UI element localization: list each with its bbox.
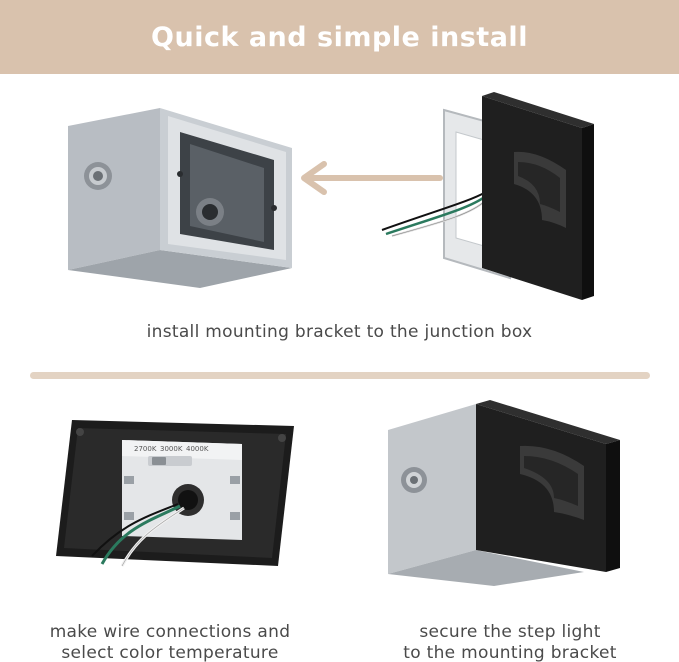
header-banner: Quick and simple install <box>0 0 679 74</box>
color-label-4000k: 4000K <box>186 445 209 453</box>
color-label-3000k: 3000K <box>160 445 183 453</box>
step3-caption-line1: secure the step light <box>419 622 601 642</box>
step2-caption: make wire connections and select color t… <box>10 622 330 662</box>
step3-caption: secure the step light to the mounting br… <box>360 622 660 662</box>
step3-caption-line2: to the mounting bracket <box>403 643 617 662</box>
arrow-left-icon <box>301 161 443 195</box>
wire-connections-illustration: 2700K 3000K 4000K <box>56 420 294 567</box>
step2-caption-line2: select color temperature <box>61 643 279 662</box>
color-label-2700k: 2700K <box>134 445 157 453</box>
assembled-step-light-illustration <box>388 400 620 586</box>
section-divider <box>30 372 650 379</box>
bracket-step-light-illustration <box>381 92 594 300</box>
page-title: Quick and simple install <box>151 21 528 53</box>
junction-box-illustration <box>68 108 292 288</box>
step1-caption: install mounting bracket to the junction… <box>146 322 533 342</box>
step2-caption-line1: make wire connections and <box>49 622 291 642</box>
